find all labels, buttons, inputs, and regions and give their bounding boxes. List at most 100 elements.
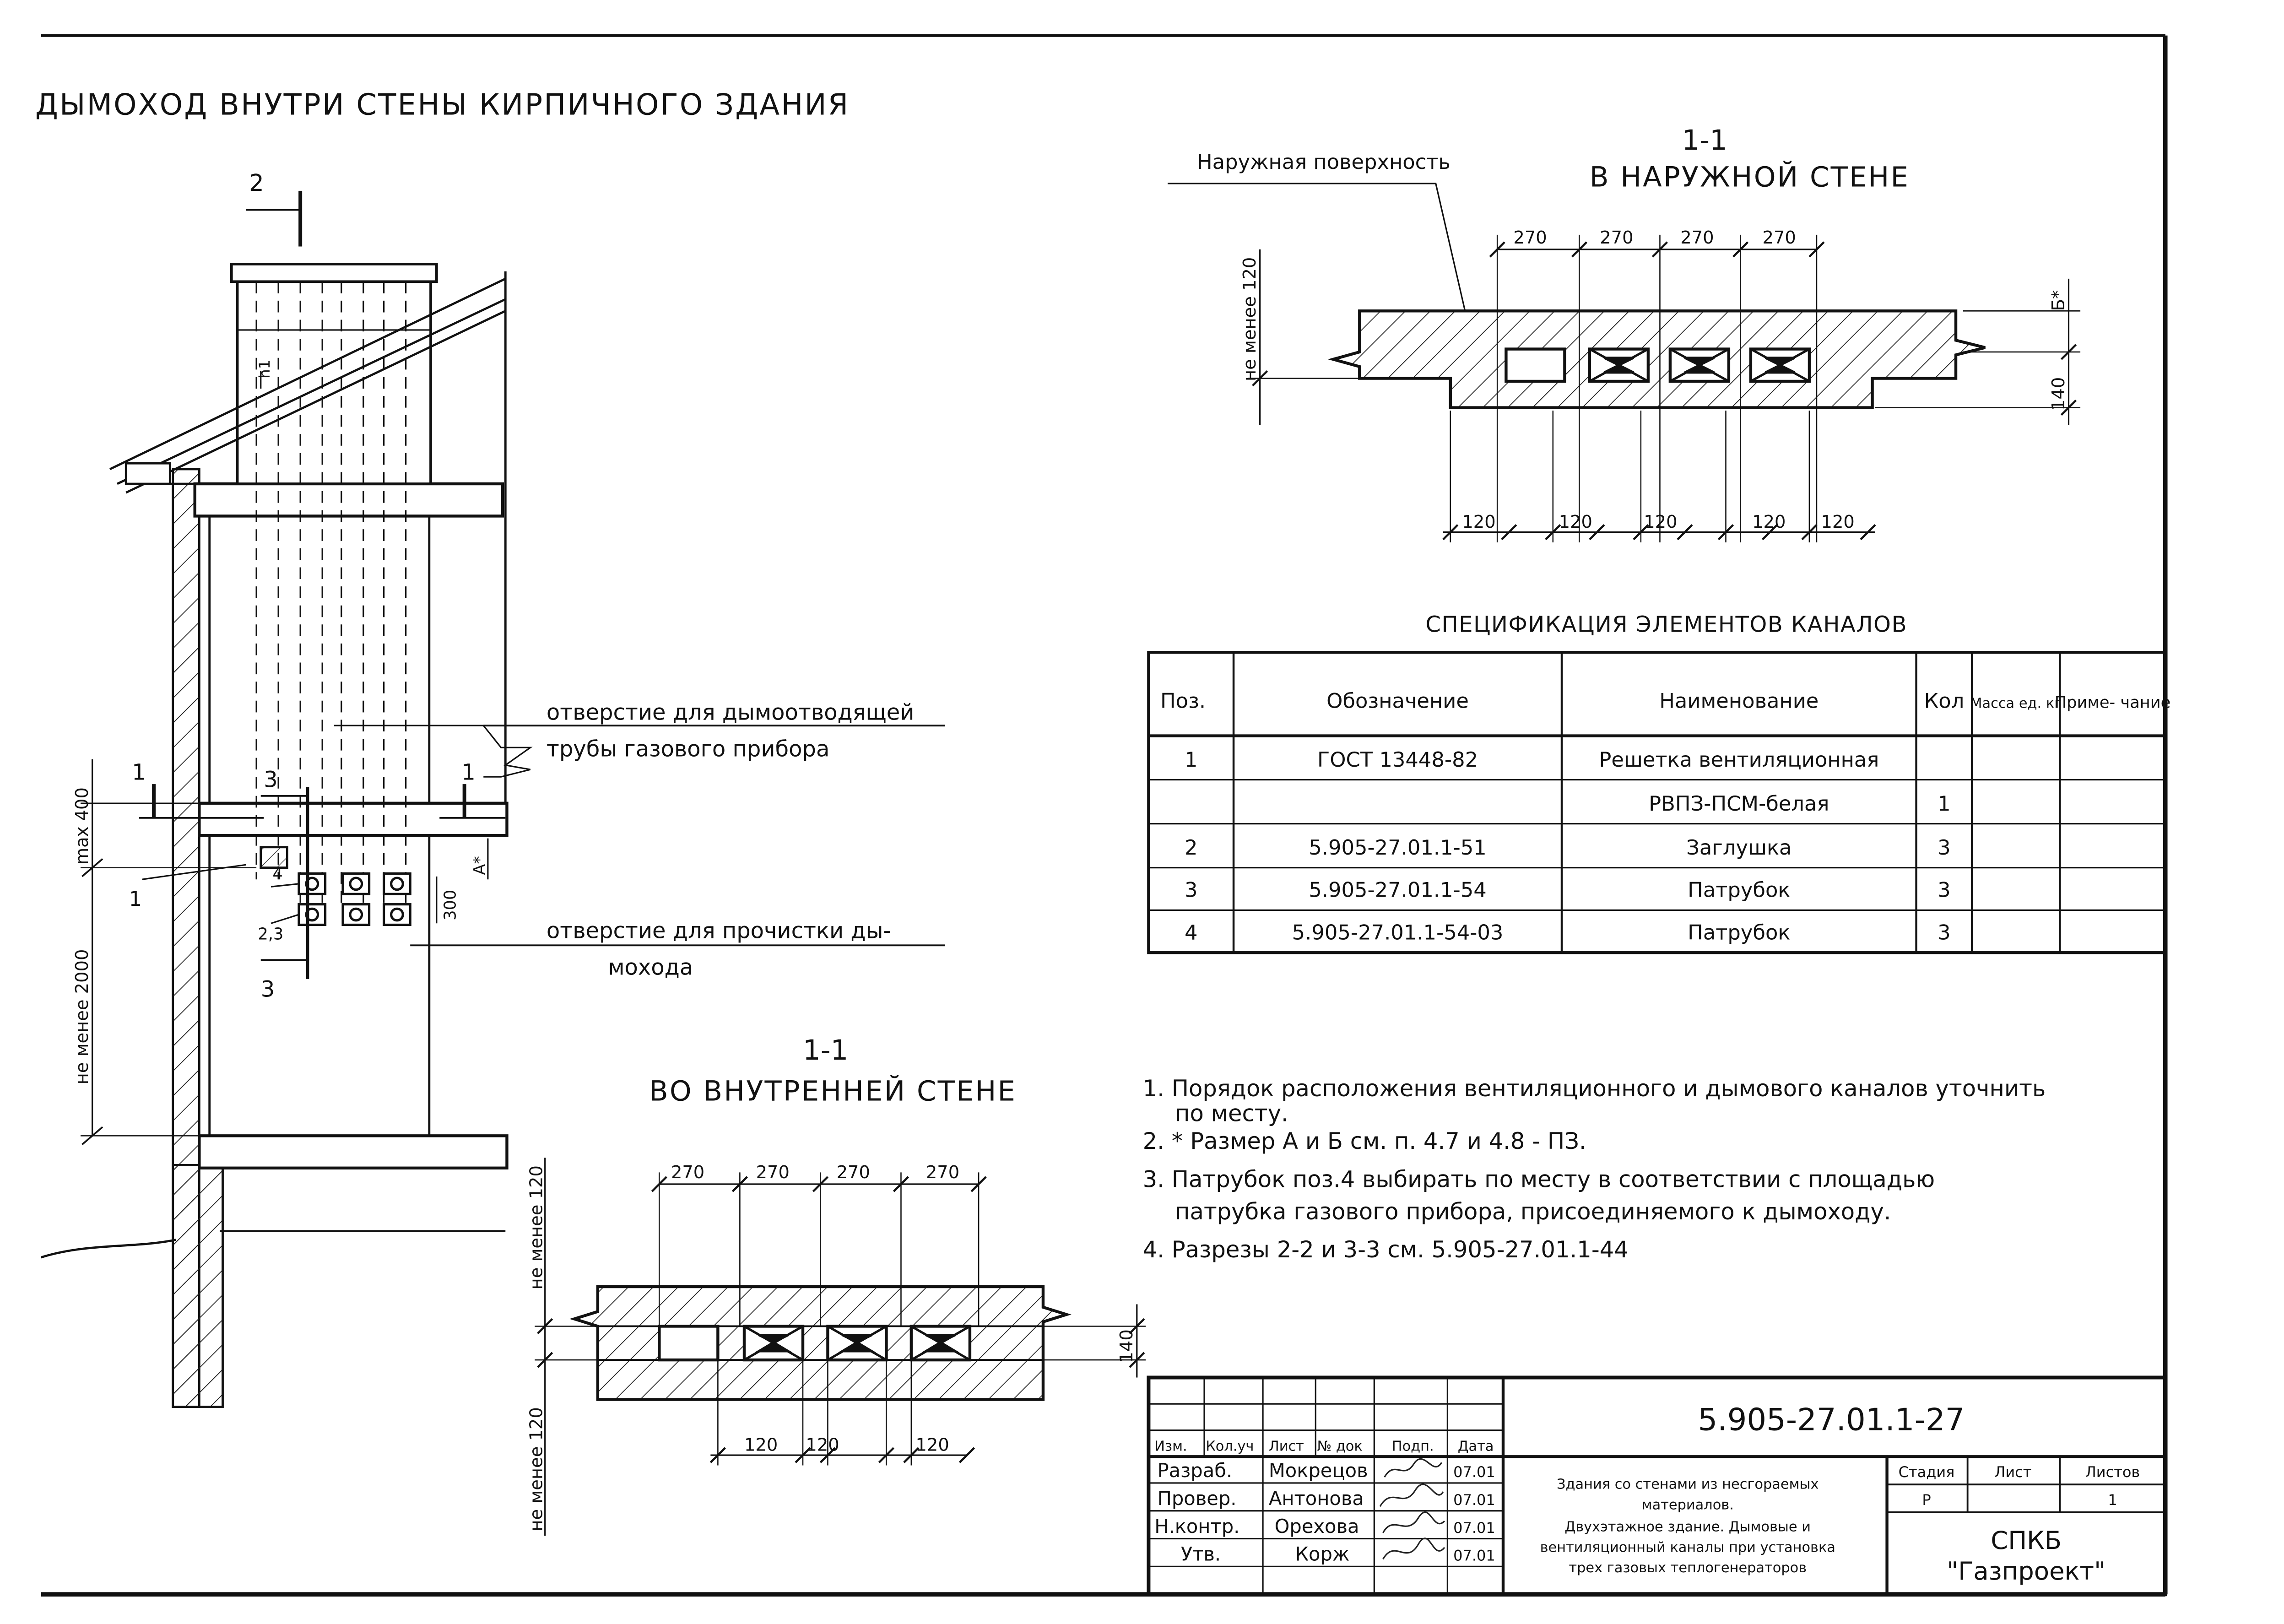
tb-name: Антонова (1269, 1487, 1364, 1510)
dim-roof: h1 (256, 360, 273, 379)
inner-dim-top-4: 270 (926, 1162, 959, 1183)
outer-dim-bottom-4: 120 (1752, 512, 1786, 532)
tb-date: 07.01 (1453, 1463, 1495, 1481)
dim-300: 300 (441, 890, 460, 920)
tb-desc-line5: трех газовых теплогенераторов (1569, 1560, 1807, 1576)
outer-dim-bottom-2: 120 (1559, 512, 1592, 532)
spec-cell: 3 (1938, 878, 1951, 902)
spec-header-mass: Масса ед. кг (1970, 696, 2062, 712)
dim-a: А* (470, 856, 489, 875)
spec-header-pos: Поз. (1160, 689, 1206, 713)
tb-role: Утв. (1181, 1543, 1221, 1565)
note-3-cont: патрубка газового прибора, присоединяемо… (1175, 1198, 1891, 1225)
tb-header-list: Лист (1269, 1439, 1304, 1455)
tb-name: Мокрецов (1269, 1459, 1368, 1482)
spec-cell: ГОСТ 13448-82 (1317, 747, 1478, 772)
spec-row: 1 ГОСТ 13448-82 Решетка вентиляционная (1185, 747, 1879, 772)
spec-cell: 5.905-27.01.1-51 (1309, 835, 1487, 860)
spec-row: 3 5.905-27.01.1-54 Патрубок 3 (1185, 878, 1951, 902)
tb-role: Н.контр. (1154, 1515, 1239, 1537)
spec-cell: 3 (1938, 920, 1951, 944)
spec-header: Поз. Обозначение Наименование Кол Масса … (1160, 689, 2170, 713)
tb-role: Разраб. (1158, 1459, 1233, 1482)
outer-dim-b: Б* (2048, 290, 2069, 311)
spec-header-name: Наименование (1659, 689, 1819, 713)
tb-sheets-header: Листов (2085, 1463, 2140, 1481)
sheet-title: ДЫМОХОД ВНУТРИ СТЕНЫ КИРПИЧНОГО ЗДАНИЯ (35, 88, 850, 122)
spec-cell: Решетка вентиляционная (1599, 747, 1879, 772)
note-4: 4. Разрезы 2-2 и 3-3 см. 5.905-27.01.1-4… (1143, 1236, 1629, 1263)
spec-cell: 4 (1185, 920, 1198, 944)
outer-dim-140: 140 (2048, 377, 2069, 411)
chimney-stack (236, 270, 432, 485)
spec-cell: 2 (1185, 835, 1198, 860)
inner-dim-bottom-2: 120 (806, 1435, 839, 1456)
spec-cell: Патрубок (1688, 878, 1790, 902)
tb-header-podp: Подп. (1392, 1439, 1434, 1455)
tb-desc-line1: Здания со стенами из несгораемых (1557, 1477, 1819, 1493)
tb-header-data: Дата (1458, 1439, 1494, 1455)
foundation (172, 1164, 224, 1408)
outer-dim-top-4: 270 (1763, 227, 1796, 248)
roof (109, 271, 507, 803)
section-mark-3-bottom: 3 (261, 976, 275, 1002)
inner-dim-top-1: 270 (671, 1162, 704, 1183)
note-1: 1. Порядок расположения вентиляционного … (1143, 1075, 2046, 1102)
callout-clean-line1: отверстие для прочистки ды- (547, 918, 891, 943)
title-block-people: Разраб. Мокрецов 07.01 Провер. Антонова … (1154, 1459, 1495, 1565)
spec-cell: 5.905-27.01.1-54 (1309, 878, 1487, 902)
inner-dim-min120-top: не менее 120 (526, 1165, 547, 1289)
tb-date: 07.01 (1453, 1547, 1495, 1564)
spec-cell: 3 (1185, 878, 1198, 902)
inner-title-num: 1-1 (803, 1034, 848, 1066)
inner-dim-140: 140 (1116, 1329, 1137, 1363)
outer-dim-top-1: 270 (1513, 227, 1547, 248)
chimney-cap (230, 263, 438, 283)
note-1-cont: по месту. (1175, 1100, 1288, 1126)
openings (298, 872, 411, 926)
elevation-view (40, 190, 945, 1408)
dim-max400: max 400 (72, 787, 92, 865)
spec-rows: 1 ГОСТ 13448-82 Решетка вентиляционная Р… (1185, 747, 1951, 945)
floor-slab (198, 801, 509, 837)
tb-header-ndok: № док (1317, 1439, 1362, 1455)
tb-role: Провер. (1158, 1487, 1237, 1510)
inner-dim-min120-bottom: не менее 120 (526, 1407, 547, 1531)
spec-cell: 3 (1938, 835, 1951, 860)
vent-grille (260, 846, 288, 869)
notes: 1. Порядок расположения вентиляционного … (1143, 1075, 2046, 1263)
inner-wall-body (569, 1285, 1072, 1401)
ground-slab (198, 1134, 509, 1169)
outer-title: В НАРУЖНОЙ СТЕНЕ (1590, 160, 1910, 193)
note-3: 3. Патрубок поз.4 выбирать по месту в со… (1143, 1166, 1935, 1192)
spec-cell: РВПЗ-ПСМ-белая (1649, 791, 1829, 816)
position-label-1: 1 (129, 887, 142, 911)
callout-smoke-line2: трубы газового прибора (547, 736, 830, 762)
flue-channels (255, 281, 407, 909)
tb-name: Корж (1295, 1543, 1349, 1565)
inner-channel-1 (658, 1325, 720, 1362)
attic-slab (193, 482, 504, 518)
section-mark-3-top: 3 (264, 767, 278, 793)
title-block-description: Здания со стенами из несгораемых материа… (1540, 1477, 1835, 1576)
section-mark-2: 2 (249, 169, 264, 197)
callout-clean-line2: мохода (608, 954, 693, 980)
tb-stage-header: Стадия (1899, 1463, 1955, 1481)
section-outer-wall: 1-1 В НАРУЖНОЙ СТЕНЕ Наружная поверхност… (1168, 125, 2081, 543)
tb-desc-line3: Двухэтажное здание. Дымовые и (1565, 1519, 1811, 1535)
org-name-line2: "Газпроект" (1947, 1556, 2105, 1586)
outer-dim-bottom-1: 120 (1462, 512, 1495, 532)
title-block: 5.905-27.01.1-27 Изм. Кол.уч Лист № док … (1147, 1375, 2167, 1597)
outer-dim-bottom-3: 120 (1644, 512, 1677, 532)
title-block-stage: Стадия Лист Листов Р 1 (1899, 1463, 2140, 1509)
tb-desc-line4: вентиляционный каналы при установка (1540, 1539, 1835, 1555)
inner-dims-top: 270 270 270 270 (671, 1162, 959, 1183)
callout-smoke-line1: отверстие для дымоотводящей (547, 699, 915, 725)
spec-row: РВПЗ-ПСМ-белая 1 (1649, 791, 1951, 816)
inner-title: ВО ВНУТРЕННЕЙ СТЕНЕ (649, 1075, 1017, 1108)
section-mark-1-left: 1 (132, 760, 146, 785)
inner-dims-bottom: 120 120 120 (744, 1435, 949, 1456)
outer-dim-bottom-5: 120 (1821, 512, 1855, 532)
tb-header-kolch: Кол.уч (1206, 1439, 1254, 1455)
tb-sheets-value: 1 (2108, 1491, 2117, 1509)
